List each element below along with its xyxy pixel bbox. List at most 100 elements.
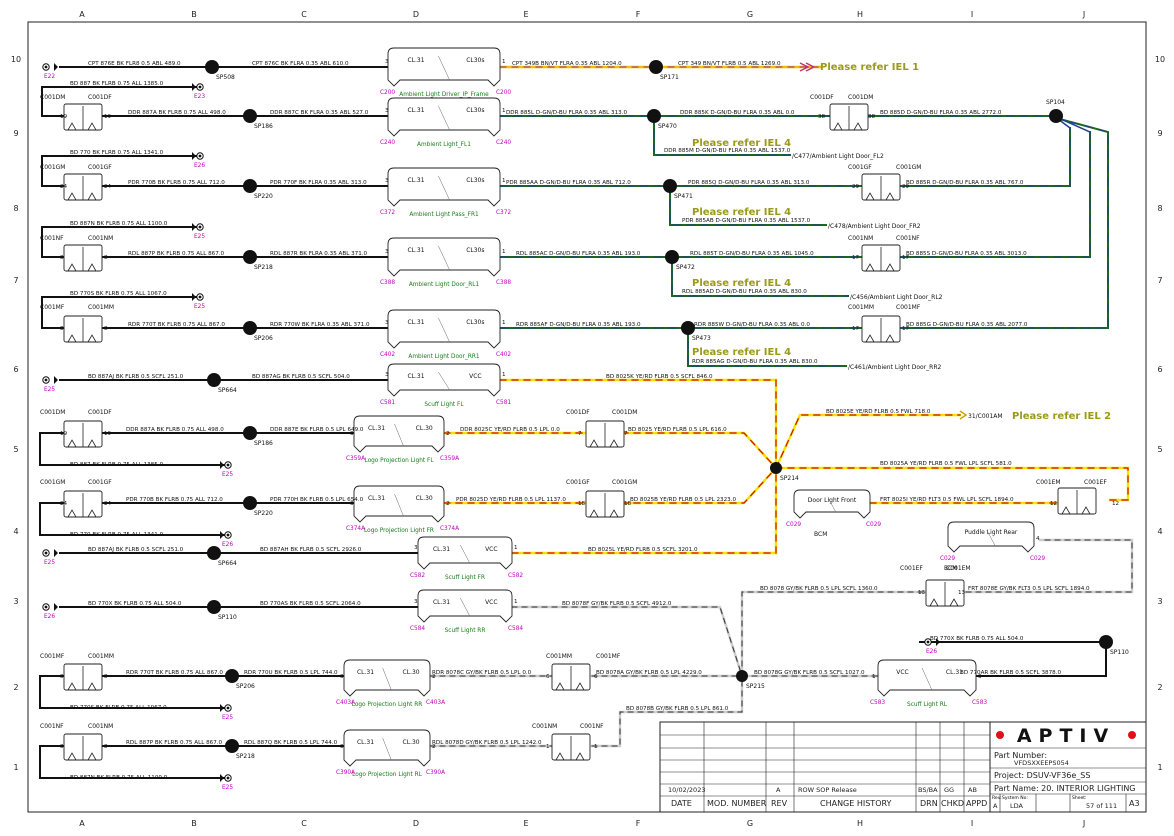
wire-label: DDR 885L D-GN/D-BU FLRA 0.35 ABL 313.0 xyxy=(506,110,627,116)
splice-sp664[interactable]: SP664 xyxy=(207,373,237,394)
ground-terminal-icon[interactable]: E25 xyxy=(192,293,205,310)
connector-block[interactable] xyxy=(63,663,103,691)
pin-number: 13 xyxy=(958,590,966,596)
ground-terminal-icon[interactable]: E25 xyxy=(192,223,205,240)
ground-terminal-icon[interactable]: E26 xyxy=(924,638,940,655)
component-name: Scuff Light FL xyxy=(424,402,464,408)
ground-terminal-icon[interactable]: E26 xyxy=(192,152,205,169)
splice-sp206[interactable]: SP206 xyxy=(243,321,273,342)
pin-number: 29 xyxy=(902,184,910,190)
grid-col-A: A xyxy=(79,10,85,19)
connector-label: C001GM xyxy=(612,479,637,486)
ground-label: E26 xyxy=(222,542,233,548)
sheet-size: A3 xyxy=(1129,799,1140,808)
splice-sp220[interactable]: SP220 xyxy=(243,496,273,517)
connector-block[interactable] xyxy=(861,173,901,201)
connector-block[interactable] xyxy=(861,244,901,272)
splice-sp664[interactable]: SP664 xyxy=(207,546,237,567)
pin-number: 3 xyxy=(340,674,344,680)
splice-sp220[interactable]: SP220 xyxy=(243,179,273,200)
splice-sp218[interactable]: SP218 xyxy=(243,250,273,271)
pin-number: 24 xyxy=(104,501,112,507)
system-no-label: System No: xyxy=(1002,795,1028,801)
connector-block[interactable] xyxy=(551,733,591,761)
ground-terminal-icon[interactable]: E26 xyxy=(220,531,233,548)
wire-label: BD 8078G GY/BK FLRB 0.5 SCFL 1027.0 xyxy=(754,670,865,676)
wire-label: RDL 887P BK FLRB 0.75 ALL 867.0 xyxy=(128,251,225,257)
wire-label: PDR 8025D YE/RD FLRB 0.5 LPL 1137.0 xyxy=(456,497,566,503)
splice-label: SP104 xyxy=(1046,99,1065,106)
splice-label: SP186 xyxy=(254,440,273,447)
ground-terminal-icon[interactable]: E25 xyxy=(220,461,233,478)
splice-sp110[interactable]: SP110 xyxy=(1099,635,1129,656)
splice-sp471[interactable]: SP471 xyxy=(663,179,693,200)
splice-sp186[interactable]: SP186 xyxy=(243,109,273,130)
splice-sp104[interactable]: SP104 xyxy=(1046,99,1065,123)
pin-number: 19 xyxy=(60,431,68,437)
splice-sp186[interactable]: SP186 xyxy=(243,426,273,447)
connector-block[interactable] xyxy=(1057,487,1097,515)
ground-terminal-icon[interactable]: E25 xyxy=(42,376,58,393)
connector-label: C001EF xyxy=(1084,479,1107,486)
ground-label: E26 xyxy=(194,163,205,169)
pin-number: 18 xyxy=(624,501,632,507)
connector-block[interactable] xyxy=(63,103,103,131)
component-id-left: C390A xyxy=(336,770,355,776)
connector-block[interactable] xyxy=(829,103,869,131)
grid-row-right-2: 2 xyxy=(1157,683,1162,692)
connector-block[interactable] xyxy=(63,420,103,448)
splice-sp472[interactable]: SP472 xyxy=(665,250,695,271)
connector-block[interactable] xyxy=(585,490,625,518)
ground-terminal-icon[interactable]: E25 xyxy=(42,549,58,566)
connector-block[interactable] xyxy=(63,733,103,761)
splice-sp110[interactable]: SP110 xyxy=(207,600,237,621)
splice-sp214[interactable]: SP214 xyxy=(770,462,799,482)
splice-sp206[interactable]: SP206 xyxy=(225,669,255,690)
wire-label: RDL 8078D GY/BK FLRB 0.5 LPL 1242.0 xyxy=(432,740,542,746)
component-name: Scuff Light FR xyxy=(445,575,485,581)
splice-sp218[interactable]: SP218 xyxy=(225,739,255,760)
splice-sp508[interactable]: SP508 xyxy=(205,60,235,81)
wire-label: BD 8078A GY/BK FLRB 0.5 LPL 4229.0 xyxy=(596,670,702,676)
connector-label: C001DM xyxy=(40,94,65,101)
ground-terminal-icon[interactable]: E26 xyxy=(42,603,58,620)
component-id-right: C029 xyxy=(1030,556,1045,562)
connector-block[interactable] xyxy=(585,420,625,448)
connector-block[interactable] xyxy=(551,663,591,691)
splice-sp215[interactable]: SP215 xyxy=(736,670,765,690)
connector-block[interactable] xyxy=(63,244,103,272)
ground-terminal-icon[interactable]: E25 xyxy=(220,774,233,791)
connector-block[interactable] xyxy=(925,579,965,607)
connector-block[interactable] xyxy=(63,315,103,343)
ground-terminal-icon[interactable]: E23 xyxy=(192,83,205,100)
ground-terminal-icon[interactable]: E22 xyxy=(42,63,58,80)
grid-row-right-1: 1 xyxy=(1157,763,1162,772)
connector-block[interactable] xyxy=(63,490,103,518)
pin-number: 18 xyxy=(578,501,586,507)
connector-label: C001GM xyxy=(40,479,65,486)
splice-sp171[interactable]: SP171 xyxy=(649,60,679,81)
connector-block[interactable] xyxy=(861,315,901,343)
pin-number: 1 xyxy=(594,744,598,750)
connector-block[interactable] xyxy=(63,173,103,201)
splice-sp470[interactable]: SP470 xyxy=(647,109,677,130)
pin-number: 24 xyxy=(60,501,68,507)
ground-terminal-icon[interactable]: E25 xyxy=(220,704,233,721)
splice-sp473[interactable]: SP473 xyxy=(681,321,711,342)
wire-label: FRT 8025I YE/RD FLT3 0.5 FWL LPL SCFL 18… xyxy=(880,497,1014,503)
